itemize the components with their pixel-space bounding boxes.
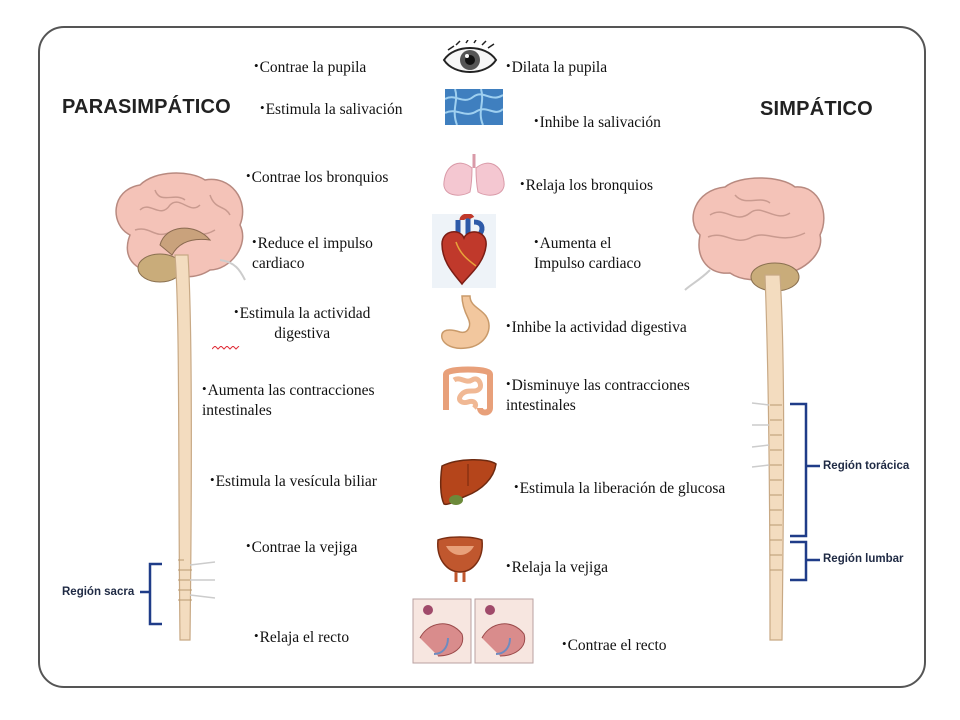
symp-text-line1: Disminuye las contracciones [511, 377, 690, 394]
bullet: • [514, 479, 519, 494]
symp-text: Estimula la liberación de glucosa [519, 480, 726, 497]
para-text-line1: Aumenta las contracciones [207, 382, 375, 399]
symp-text: Relaja los bronquios [525, 177, 653, 194]
bullet: • [506, 58, 511, 73]
bullet: • [506, 558, 511, 573]
symp-text: Relaja la vejiga [511, 559, 608, 576]
para-text: Contrae los bronquios [251, 169, 389, 186]
thoracic-region-label: Región torácica [823, 460, 910, 472]
bullet: • [254, 58, 259, 73]
bullet: • [506, 318, 511, 333]
symp-item-vejiga: •Relaja la vejiga [506, 556, 608, 578]
rectum-icon [412, 598, 534, 664]
para-text: Contrae la pupila [259, 59, 367, 76]
para-text-line1: Reduce el impulso [257, 235, 373, 252]
parasympathetic-nervous-system [115, 172, 246, 641]
bullet: • [252, 234, 257, 249]
bullet: • [254, 628, 259, 643]
eye-icon [442, 40, 498, 73]
symp-text: Contrae el recto [567, 637, 667, 654]
para-item-cardiaco: •Reduce el impulso cardiaco [252, 232, 373, 274]
bladder-icon [437, 536, 483, 582]
lumbar-region-label: Región lumbar [823, 553, 904, 565]
para-item-recto: •Relaja el recto [254, 626, 349, 648]
liver-icon [439, 459, 497, 506]
bullet: • [534, 113, 539, 128]
parasympathetic-heading: PARASIMPÁTICO [62, 96, 231, 118]
sympathetic-heading: SIMPÁTICO [760, 98, 873, 120]
bullet: • [246, 538, 251, 553]
intestine-icon [443, 366, 493, 416]
bullet: • [246, 168, 251, 183]
para-item-bronquios: •Contrae los bronquios [246, 166, 388, 188]
symp-item-intestinales: •Disminuye las contracciones intestinale… [506, 374, 690, 416]
thoracic-region-bracket [790, 402, 820, 538]
symp-text-line1: Aumenta el [539, 235, 612, 252]
symp-text: Dilata la pupila [511, 59, 608, 76]
para-item-vesicula: •Estimula la vesícula biliar [210, 470, 377, 492]
bullet: • [506, 376, 511, 391]
symp-item-pupila: •Dilata la pupila [506, 56, 607, 78]
para-item-digestiva: •Estimula la actividad digestiva [234, 302, 370, 344]
para-text-line2: cardiaco [252, 255, 305, 272]
para-text-line2: intestinales [202, 402, 272, 419]
para-text-line2: digestiva [274, 325, 331, 342]
symp-text: Inhibe la actividad digestiva [511, 319, 687, 336]
bullet: • [234, 304, 239, 319]
bullet: • [562, 636, 567, 651]
symp-item-glucosa: •Estimula la liberación de glucosa [514, 477, 725, 499]
salivary-gland-icon [445, 89, 503, 125]
bullet: • [202, 381, 207, 396]
bullet: • [260, 100, 265, 115]
para-item-vejiga: •Contrae la vejiga [246, 536, 357, 558]
symp-text-line2: Impulso cardiaco [534, 255, 642, 272]
symp-item-bronquios: •Relaja los bronquios [520, 174, 653, 196]
lungs-icon [443, 154, 505, 196]
symp-item-salivacion: •Inhibe la salivación [534, 111, 661, 133]
para-text: Estimula la salivación [265, 101, 403, 118]
sacral-region-label: Región sacra [62, 586, 135, 598]
para-text: Contrae la vejiga [251, 539, 358, 556]
symp-text-line2: intestinales [506, 397, 576, 414]
para-text: Relaja el recto [259, 629, 350, 646]
para-item-intestinales: •Aumenta las contracciones intestinales [202, 379, 375, 421]
sacral-region-bracket [140, 562, 162, 626]
heart-icon [432, 214, 496, 288]
symp-item-cardiaco: •Aumenta el Impulso cardiaco [534, 232, 641, 274]
bullet: • [534, 234, 539, 249]
para-text: Estimula la vesícula biliar [215, 473, 377, 490]
para-text-line1: Estimula la actividad [239, 305, 371, 322]
para-item-salivacion: •Estimula la salivación [260, 98, 402, 120]
symp-text: Inhibe la salivación [539, 114, 661, 131]
sympathetic-nervous-system [684, 177, 825, 641]
symp-item-digestiva: •Inhibe la actividad digestiva [506, 316, 687, 338]
para-item-pupila: •Contrae la pupila [254, 56, 366, 78]
spellcheck-underline [212, 346, 240, 350]
lumbar-region-bracket [790, 540, 820, 582]
symp-item-recto: •Contrae el recto [562, 634, 667, 656]
bullet: • [520, 176, 525, 191]
stomach-icon [441, 295, 490, 350]
bullet: • [210, 472, 215, 487]
